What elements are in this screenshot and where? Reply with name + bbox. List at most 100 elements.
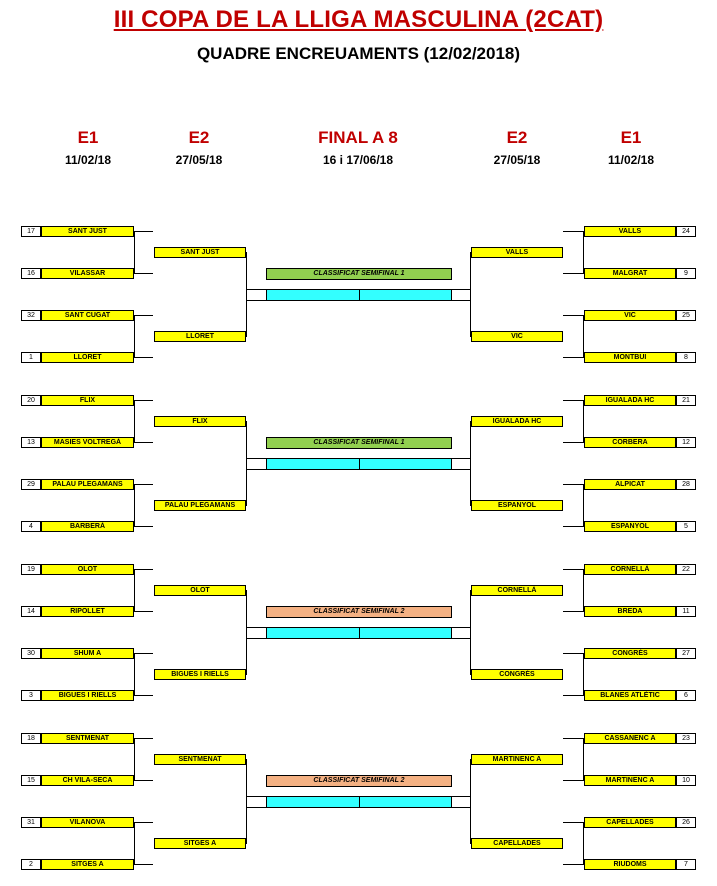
seed-number: 4 [21, 521, 41, 532]
seed-number: 28 [676, 479, 696, 490]
final-slot-end [451, 289, 471, 301]
team-box: BIGUES I RIELLS [41, 690, 134, 701]
bracket-connector [563, 780, 584, 781]
semifinal-label: CLASSIFICAT SEMIFINAL 1 [266, 437, 452, 449]
bracket-connector [583, 822, 584, 865]
team-box: BIGUES I RIELLS [154, 669, 246, 680]
semifinal-label: CLASSIFICAT SEMIFINAL 2 [266, 775, 452, 787]
seed-number: 20 [21, 395, 41, 406]
team-box: SENTMENAT [41, 733, 134, 744]
bracket-connector [134, 822, 153, 823]
seed-number: 10 [676, 775, 696, 786]
bracket-connector [563, 357, 584, 358]
semifinal-label: CLASSIFICAT SEMIFINAL 2 [266, 606, 452, 618]
bracket-connector [134, 357, 153, 358]
final-slot-end [246, 627, 267, 639]
col-date-right-e2: 27/05/18 [493, 153, 541, 167]
col-date-final: 16 i 17/06/18 [322, 153, 394, 167]
team-box: ESPANYOL [471, 500, 563, 511]
seed-number: 14 [21, 606, 41, 617]
team-box: CH VILA-SECA [41, 775, 134, 786]
col-header-final: FINAL A 8 [318, 128, 398, 147]
team-box: SITGES A [154, 838, 246, 849]
seed-number: 1 [21, 352, 41, 363]
team-box: ESPANYOL [584, 521, 676, 532]
team-box: MARTINENC A [584, 775, 676, 786]
seed-number: 11 [676, 606, 696, 617]
team-box: CASSANENC A [584, 733, 676, 744]
seed-number: 9 [676, 268, 696, 279]
bracket-connector [583, 231, 584, 274]
team-box: VILANOVA [41, 817, 134, 828]
final-slot-divider [359, 797, 360, 807]
bracket-connector [563, 442, 584, 443]
seed-number: 31 [21, 817, 41, 828]
final-slot-end [246, 289, 267, 301]
bracket-connector [563, 231, 584, 232]
bracket-connector [563, 822, 584, 823]
seed-number: 13 [21, 437, 41, 448]
seed-number: 17 [21, 226, 41, 237]
seed-number: 24 [676, 226, 696, 237]
bracket-connector [583, 315, 584, 358]
team-box: MALGRAT [584, 268, 676, 279]
team-box: VILASSAR [41, 268, 134, 279]
team-box: ALPICAT [584, 479, 676, 490]
bracket-connector [563, 484, 584, 485]
page-title: III COPA DE LA LLIGA MASCULINA (2CAT) [113, 6, 604, 33]
bracket-connector [134, 442, 153, 443]
team-box: CONGRÉS [584, 648, 676, 659]
bracket-connector [563, 273, 584, 274]
col-date-left-e1: 11/02/18 [64, 153, 112, 167]
seed-number: 12 [676, 437, 696, 448]
seed-number: 6 [676, 690, 696, 701]
seed-number: 15 [21, 775, 41, 786]
team-box: SANT CUGAT [41, 310, 134, 321]
final-slot-end [246, 796, 267, 808]
bracket-connector [134, 400, 153, 401]
team-box: MONTBUI [584, 352, 676, 363]
final-slot-divider [359, 290, 360, 300]
bracket-connector [583, 400, 584, 443]
team-box: CORNELLÀ [471, 585, 563, 596]
col-header-left-e2: E2 [188, 128, 210, 147]
team-box: MARTINENC A [471, 754, 563, 765]
bracket-connector [134, 569, 135, 612]
bracket-connector [134, 780, 153, 781]
bracket-connector [583, 484, 584, 527]
team-box: CAPELLADES [584, 817, 676, 828]
team-box: VIC [584, 310, 676, 321]
bracket-connector [563, 315, 584, 316]
team-box: OLOT [41, 564, 134, 575]
bracket-connector [134, 864, 153, 865]
col-header-left-e1: E1 [77, 128, 99, 147]
semifinal-label: CLASSIFICAT SEMIFINAL 1 [266, 268, 452, 280]
seed-number: 7 [676, 859, 696, 870]
seed-number: 8 [676, 352, 696, 363]
seed-number: 3 [21, 690, 41, 701]
col-date-left-e2: 27/05/18 [175, 153, 223, 167]
team-box: LLORET [41, 352, 134, 363]
bracket-connector [134, 231, 135, 274]
team-box: SENTMENAT [154, 754, 246, 765]
bracket-connector [134, 231, 153, 232]
bracket-connector [583, 569, 584, 612]
seed-number: 30 [21, 648, 41, 659]
bracket-connector [134, 653, 153, 654]
bracket-connector [134, 315, 153, 316]
final-slot-end [451, 458, 471, 470]
team-box: CORNELLÀ [584, 564, 676, 575]
seed-number: 26 [676, 817, 696, 828]
seed-number: 22 [676, 564, 696, 575]
team-box: CONGRÉS [471, 669, 563, 680]
team-box: BREDA [584, 606, 676, 617]
col-header-right-e1: E1 [620, 128, 642, 147]
bracket-connector [563, 569, 584, 570]
bracket-connector [563, 400, 584, 401]
bracket-connector [134, 611, 153, 612]
team-box: BLANES ATLÈTIC [584, 690, 676, 701]
team-box: LLORET [154, 331, 246, 342]
bracket-connector [134, 738, 153, 739]
bracket-connector [134, 484, 153, 485]
bracket-connector [134, 273, 153, 274]
